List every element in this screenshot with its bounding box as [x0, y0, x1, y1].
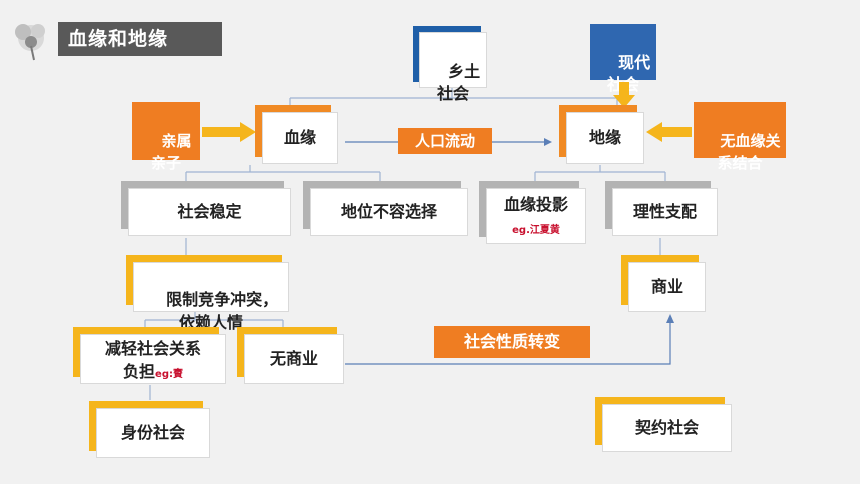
node-limit-competition: 限制竞争冲突， 依赖人情	[133, 262, 289, 332]
node-modern-society: 现代 社会	[590, 24, 656, 94]
node-label: 社会性质转变	[463, 332, 560, 351]
label-society-transform: 社会性质转变	[434, 326, 590, 358]
node-label: 无血缘关 系结合	[717, 132, 781, 172]
node-label: 乡土 社会	[436, 62, 481, 103]
node-blood: 血缘	[262, 112, 338, 164]
example-note: eg.江夏黄	[512, 225, 560, 236]
node-no-commerce: 无商业	[244, 334, 344, 384]
node-label: 理性支配	[632, 202, 697, 221]
node-label: 地位不容选择	[340, 202, 437, 221]
node-label: 商业	[650, 277, 683, 296]
node-label: 地缘	[588, 128, 621, 147]
node-social-stability: 社会稳定	[128, 188, 291, 236]
node-status-fixed: 地位不容选择	[310, 188, 468, 236]
node-blood-projection: 血缘投影 eg.江夏黄	[486, 188, 586, 244]
node-label: 血缘	[283, 128, 316, 147]
node-contract-society: 契约社会	[602, 404, 732, 452]
node-rational: 理性支配	[612, 188, 718, 236]
node-reduce-burden: 减轻社会关系 负担eg:賨	[80, 334, 226, 384]
node-label: 无商业	[269, 349, 318, 368]
right-arrow-icon	[202, 122, 256, 142]
node-status-society: 身份社会	[96, 408, 210, 458]
label-population-flow: 人口流动	[398, 128, 492, 154]
node-label: 人口流动	[414, 132, 475, 150]
node-label: 血缘投影	[503, 195, 568, 214]
node-kin: 亲属 亲子	[132, 102, 200, 172]
node-non-blood: 无血缘关 系结合	[694, 102, 786, 172]
node-label: 身份社会	[120, 423, 185, 442]
node-label: 契约社会	[634, 418, 699, 437]
node-commerce: 商业	[628, 262, 706, 312]
node-geo: 地缘	[566, 112, 644, 164]
example-note: eg:賨	[155, 369, 183, 380]
node-label: 减轻社会关系 负担	[104, 339, 201, 381]
node-label: 亲属 亲子	[150, 132, 192, 172]
node-label: 限制竞争冲突， 依赖人情	[166, 290, 279, 332]
page-title: 血缘和地缘	[58, 22, 222, 56]
down-arrow-icon	[613, 82, 635, 108]
node-label: 社会稳定	[177, 202, 242, 221]
flower-icon	[15, 24, 45, 61]
node-xiangtu-society: 乡土 社会	[419, 32, 487, 103]
left-arrow-icon	[646, 122, 692, 142]
